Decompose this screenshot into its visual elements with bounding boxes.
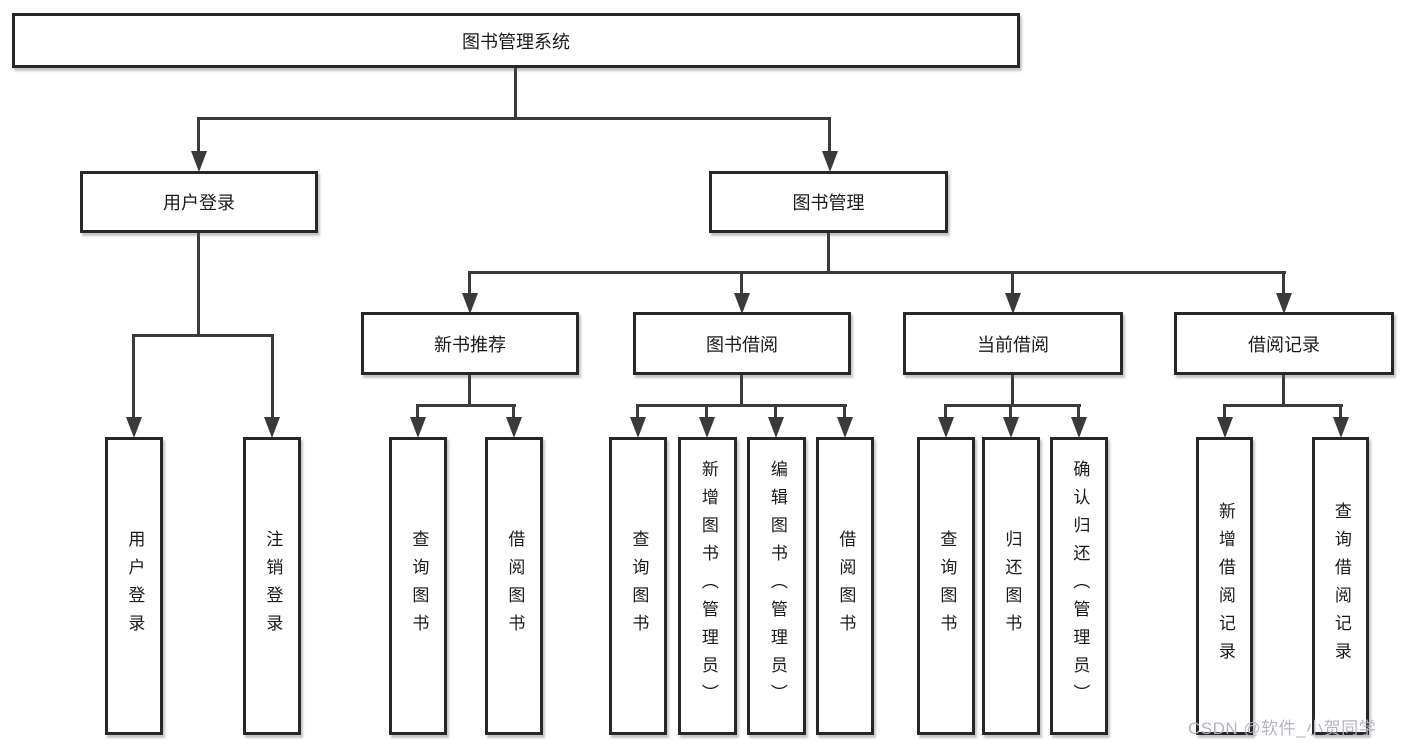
node-library-system: 图书管理系统 [12, 13, 1020, 68]
node-label: 编辑图书（管理员） [767, 460, 787, 712]
node-confirm-return-admin: 确认归还（管理员） [1050, 437, 1108, 735]
connector-segment [705, 404, 708, 420]
connector-segment [132, 334, 135, 419]
node-add-borrow-record: 新增借阅记录 [1196, 437, 1253, 735]
connector-segment [1223, 404, 1343, 407]
node-label: 借阅图书 [836, 530, 856, 642]
arrow-down-icon [506, 417, 522, 438]
node-book-management: 图书管理 [709, 171, 948, 233]
node-query-books-borrow: 查询图书 [609, 437, 667, 735]
node-query-borrow-record: 查询借阅记录 [1312, 437, 1369, 735]
node-label: 借阅图书 [505, 530, 525, 642]
arrow-down-icon [1005, 293, 1021, 314]
node-user-login: 用户登录 [80, 171, 318, 233]
connector-segment [944, 404, 947, 420]
node-current-borrow: 当前借阅 [903, 312, 1123, 375]
node-label: 图书管理 [792, 193, 865, 213]
arrow-down-icon [1333, 417, 1349, 438]
connector-segment [1339, 404, 1342, 420]
connector-segment [512, 404, 515, 420]
arrow-down-icon [630, 417, 646, 438]
arrow-down-icon [837, 417, 853, 438]
connector-segment [132, 334, 274, 337]
node-label: 确认归还（管理员） [1070, 460, 1090, 712]
connector-segment [774, 404, 777, 420]
node-query-books-current: 查询图书 [917, 437, 975, 735]
node-label: 查询图书 [629, 530, 649, 642]
node-label: 当前借阅 [977, 334, 1049, 355]
node-label: 查询借阅记录 [1331, 502, 1351, 670]
arrow-down-icon [191, 151, 207, 172]
node-label: 借阅记录 [1248, 334, 1320, 355]
arrow-down-icon [768, 417, 784, 438]
node-return-book: 归还图书 [982, 437, 1040, 735]
connector-segment [636, 404, 639, 420]
connector-segment [944, 404, 1081, 407]
connector-segment [271, 334, 274, 419]
connector-segment [514, 66, 517, 119]
connector-segment [197, 117, 831, 120]
connector-segment [468, 271, 471, 296]
node-label: 图书管理系统 [462, 31, 570, 52]
arrow-down-icon [734, 293, 750, 314]
node-add-book-admin: 新增图书（管理员） [678, 437, 737, 735]
connector-segment [740, 373, 743, 407]
arrow-down-icon [126, 417, 142, 438]
connector-segment [828, 117, 831, 153]
node-borrow-records: 借阅记录 [1174, 312, 1394, 375]
connector-segment [1282, 271, 1285, 296]
arrow-down-icon [1276, 293, 1292, 314]
arrow-down-icon [1071, 417, 1087, 438]
connector-segment [468, 373, 471, 407]
arrow-down-icon [1217, 417, 1233, 438]
connector-segment [1009, 404, 1012, 420]
connector-segment [416, 404, 419, 420]
connector-segment [1223, 404, 1226, 420]
arrow-down-icon [462, 293, 478, 314]
connector-segment [843, 404, 846, 420]
node-label: 新增图书（管理员） [698, 460, 718, 712]
node-book-borrow: 图书借阅 [633, 312, 851, 375]
node-query-books-recommend: 查询图书 [389, 437, 447, 735]
arrow-down-icon [1003, 417, 1019, 438]
node-label: 注销登录 [263, 530, 283, 642]
arrow-down-icon [938, 417, 954, 438]
connector-segment [740, 271, 743, 296]
arrow-down-icon [822, 151, 838, 172]
watermark: CSDN @软件_小贺同学 [1188, 719, 1377, 738]
connector-segment [416, 404, 516, 407]
node-label: 用户登录 [125, 530, 145, 642]
node-borrow-books-recommend: 借阅图书 [485, 437, 543, 735]
node-new-book-recommend: 新书推荐 [361, 312, 579, 375]
node-label: 新增借阅记录 [1215, 502, 1235, 670]
node-logout: 注销登录 [243, 437, 301, 735]
connector-segment [827, 231, 830, 274]
connector-segment [1077, 404, 1080, 420]
node-label: 查询图书 [937, 530, 957, 642]
node-label: 图书借阅 [706, 334, 778, 355]
connector-segment [1011, 271, 1014, 296]
node-label: 归还图书 [1002, 530, 1022, 642]
node-label: 查询图书 [409, 530, 429, 642]
connector-segment [468, 271, 1286, 274]
connector-segment [197, 231, 200, 337]
node-user-login-leaf: 用户登录 [105, 437, 163, 735]
arrow-down-icon [264, 417, 280, 438]
node-edit-book-admin: 编辑图书（管理员） [747, 437, 806, 735]
node-label: 新书推荐 [434, 334, 506, 355]
node-borrow-book: 借阅图书 [816, 437, 874, 735]
node-label: 用户登录 [163, 193, 235, 213]
arrow-down-icon [410, 417, 426, 438]
connector-segment [1282, 373, 1285, 407]
connector-segment [636, 404, 847, 407]
arrow-down-icon [699, 417, 715, 438]
connector-segment [1011, 373, 1014, 407]
connector-segment [197, 117, 200, 153]
